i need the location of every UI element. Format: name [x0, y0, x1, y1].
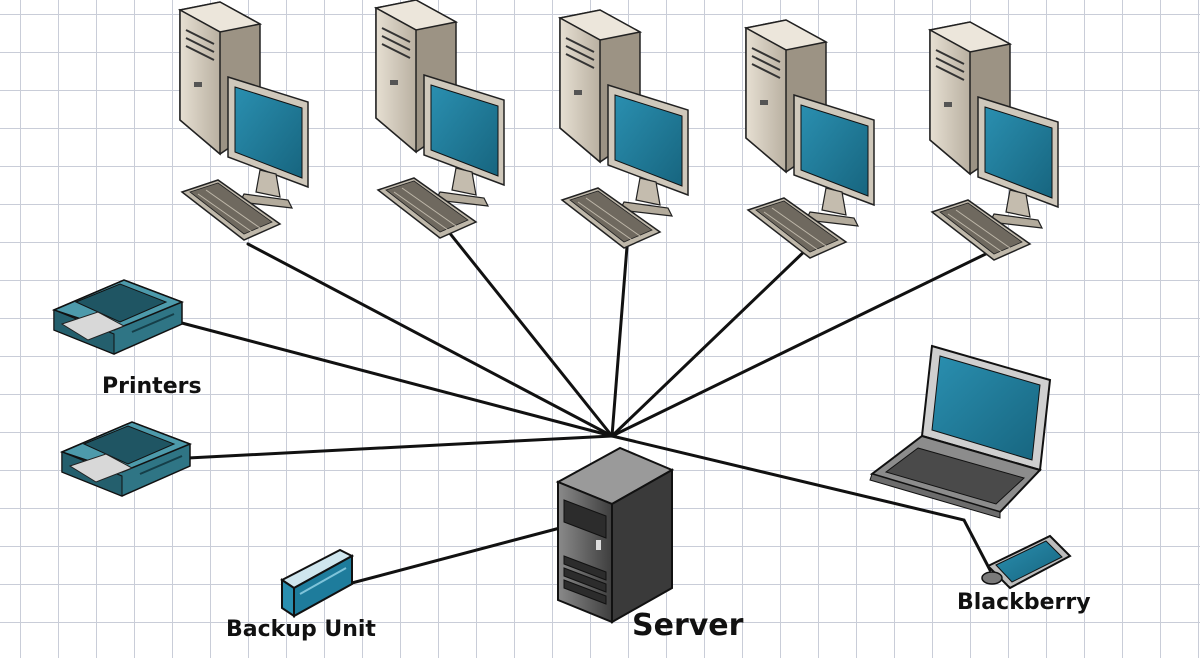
- workstation-2-icon: [375, 0, 505, 239]
- server-label: Server: [632, 608, 744, 643]
- smartphone-icon: [981, 534, 1072, 590]
- printers-label: Printers: [102, 374, 202, 399]
- printer-1-icon: [53, 279, 183, 355]
- workstation-4-icon: [745, 19, 875, 259]
- cable-workstation-2: [442, 224, 614, 438]
- cable-workstation-3: [610, 232, 630, 438]
- cable-blackberry: [610, 434, 992, 572]
- cable-backup-unit: [346, 526, 562, 586]
- laptop-icon: [869, 344, 1052, 519]
- backup-unit-icon: [280, 548, 355, 618]
- cable-printer-1: [176, 320, 614, 438]
- workstation-5-icon: [929, 21, 1059, 261]
- cable-printer-2: [186, 434, 614, 460]
- printer-2-icon: [61, 421, 191, 497]
- blackberry-label: Blackberry: [957, 590, 1091, 615]
- cable-workstation-1: [246, 242, 614, 438]
- cable-workstation-4: [610, 244, 812, 438]
- workstation-3-icon: [559, 9, 689, 249]
- server-icon: [555, 446, 675, 624]
- backup-unit-label: Backup Unit: [226, 617, 376, 642]
- cable-workstation-5: [610, 246, 1000, 438]
- network-cables: [176, 224, 1000, 586]
- workstation-1-icon: [179, 1, 309, 241]
